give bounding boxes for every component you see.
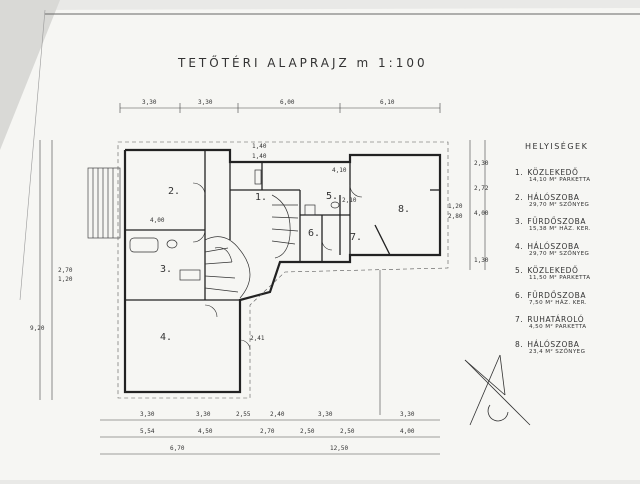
dimension-label: 2,30 [474, 160, 489, 167]
legend-item-name: 3.FÜRDŐSZOBA [515, 217, 587, 226]
room-number: 1. [255, 192, 267, 203]
door-swings [192, 182, 363, 351]
legend-item-name: 2.HÁLÓSZOBA [515, 192, 580, 202]
dimension-label: 4,10 [332, 167, 347, 174]
legend-item-area: 23,4 M² SZŐNYEG [529, 348, 586, 355]
staircase [204, 194, 299, 299]
legend-item-name: 4.HÁLÓSZOBA [515, 241, 580, 251]
room-number: 5. [326, 191, 338, 202]
dimension-label: 6,00 [280, 99, 295, 106]
dimension-label: 2,10 [342, 197, 357, 204]
dimension-label: 2,72 [474, 185, 489, 192]
dimension-label: 1,20 [448, 203, 463, 210]
room-number: 6. [308, 228, 320, 239]
paper [0, 8, 640, 480]
dimension-label: 3,30 [318, 411, 333, 418]
legend-item-name: 8.HÁLÓSZOBA [515, 339, 580, 349]
legend-item: 2.HÁLÓSZOBA 29,70 M² SZŐNYEG [515, 193, 635, 218]
inner-walls [125, 150, 440, 301]
legend-item-area: 14,10 M² PARKETTA [529, 177, 591, 183]
legend-item: 6.FÜRDŐSZOBA 7,50 M² HÁZ. KER. [515, 291, 635, 316]
legend-item-name: 6.FÜRDŐSZOBA [515, 290, 587, 300]
dimension-label: 2,41 [250, 335, 265, 342]
dimension-label: 2,70 [58, 267, 73, 274]
legend-heading: HELYISÉGEK [525, 142, 589, 151]
room-legend: 1.KÖZLEKEDŐ 14,10 M² PARKETTA 2.HÁLÓSZOB… [515, 168, 635, 364]
dimension-label: 6,10 [380, 99, 395, 106]
roof-outline [117, 141, 449, 399]
dimension-label: 3,30 [198, 99, 213, 106]
north-arrow [464, 354, 531, 426]
drawing-title: TETŐTÉRI ALAPRAJZ m 1:100 [178, 56, 428, 70]
legend-item-area: 29,70 M² SZŐNYEG [529, 250, 590, 257]
paper-shadow [0, 0, 60, 150]
legend-item-area: 11,50 M² PARKETTA [529, 275, 591, 281]
dimension-label: 2,50 [340, 428, 355, 435]
dimension-label: 3,30 [400, 411, 415, 418]
terrace-hatch [87, 167, 121, 239]
dimension-label: 12,50 [330, 445, 348, 452]
legend-item-area: 7,50 M² HÁZ. KER. [529, 299, 587, 306]
dimension-label: 9,20 [30, 325, 45, 332]
dimension-label: 4,00 [474, 210, 489, 217]
dimension-label: 2,55 [236, 411, 251, 418]
dimension-label: 3,30 [140, 411, 155, 418]
legend-item-name: 5.KÖZLEKEDŐ [515, 266, 579, 275]
legend-item-area: 29,70 M² SZŐNYEG [529, 201, 590, 208]
legend-item-area: 15,38 M² HÁZ. KER. [529, 226, 591, 232]
legend-item: 3.FÜRDŐSZOBA 15,38 M² HÁZ. KER. [515, 217, 635, 242]
dimension-label: 3,30 [196, 411, 211, 418]
dimension-label: 6,70 [170, 445, 185, 452]
dimension-label: 2,40 [270, 411, 285, 418]
dimension-label: 3,30 [142, 99, 157, 106]
fixtures [129, 169, 340, 281]
dimension-label: 4,00 [400, 428, 415, 435]
legend-item: 4.HÁLÓSZOBA 29,70 M² SZŐNYEG [515, 242, 635, 267]
legend-item-name: 1.KÖZLEKEDŐ [515, 168, 579, 177]
dimension-label: 5,54 [140, 428, 155, 435]
room-number: 8. [398, 204, 410, 215]
legend-item: 5.KÖZLEKEDŐ 11,50 M² PARKETTA [515, 266, 635, 291]
dimension-label: 2,80 [448, 213, 463, 220]
room-number: 3. [160, 264, 172, 275]
legend-item: 7.RUHATÁROLÓ 4,50 M² PARKETTA [515, 315, 635, 340]
legend-item-area: 4,50 M² PARKETTA [529, 324, 587, 330]
dimension-label: 2,50 [300, 428, 315, 435]
dimension-label: 1,20 [58, 276, 73, 283]
dimension-label: 1,30 [474, 257, 489, 264]
dimension-label: 1,40 [252, 153, 267, 160]
dimension-label: 4,50 [198, 428, 213, 435]
dimension-lines [39, 103, 486, 455]
dimension-label: 2,70 [260, 428, 275, 435]
dimension-label: 1,40 [252, 143, 267, 150]
legend-item: 1.KÖZLEKEDŐ 14,10 M² PARKETTA [515, 168, 635, 193]
room-number: 7. [350, 232, 362, 243]
legend-item-name: 7.RUHATÁROLÓ [515, 315, 585, 324]
room-number: 2. [168, 186, 180, 197]
legend-item: 8.HÁLÓSZOBA 23,4 M² SZŐNYEG [515, 340, 635, 365]
paper-fold-line [19, 9, 46, 301]
room-number: 4. [160, 332, 172, 343]
dimension-label: 4,00 [150, 217, 165, 224]
